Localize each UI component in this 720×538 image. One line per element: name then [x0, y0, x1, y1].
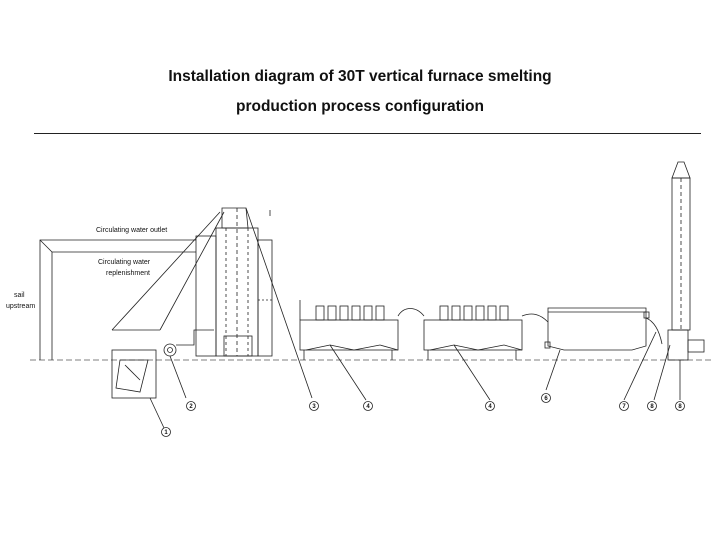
blower-unit	[163, 329, 214, 399]
callout-4b: 4	[488, 404, 492, 410]
upstream-label: upstream	[6, 303, 35, 310]
diagram-title-line-2: production process configuration	[235, 98, 484, 115]
water-replenishment-label-1: Circulating water	[98, 259, 151, 266]
vertical-furnace	[195, 207, 313, 399]
chimney-stack	[623, 161, 705, 401]
callout-7: 7	[622, 404, 626, 410]
cooling-bank-2	[423, 305, 549, 401]
cooling-bank-1	[299, 300, 425, 401]
diagram-title-line-1: Installation diagram of 30T vertical fur…	[168, 68, 552, 85]
callout-8b: 8	[678, 404, 682, 410]
callout-1: 1	[164, 430, 168, 436]
water-replenishment-label-2: replenishment	[106, 270, 150, 277]
title-underline	[34, 133, 701, 134]
dust-chamber	[544, 307, 650, 391]
water-outlet-label: Circulating water outlet	[96, 227, 167, 234]
callout-4a: 4	[366, 404, 370, 410]
callout-8a: 8	[650, 404, 654, 410]
callout-markers	[149, 393, 685, 437]
callout-6: 6	[544, 396, 548, 402]
raw-material-bin-frame	[39, 239, 196, 360]
sail-label: sail	[14, 292, 25, 299]
callout-2: 2	[189, 404, 193, 410]
feeder-unit	[111, 211, 225, 399]
callout-3: 3	[312, 404, 316, 410]
